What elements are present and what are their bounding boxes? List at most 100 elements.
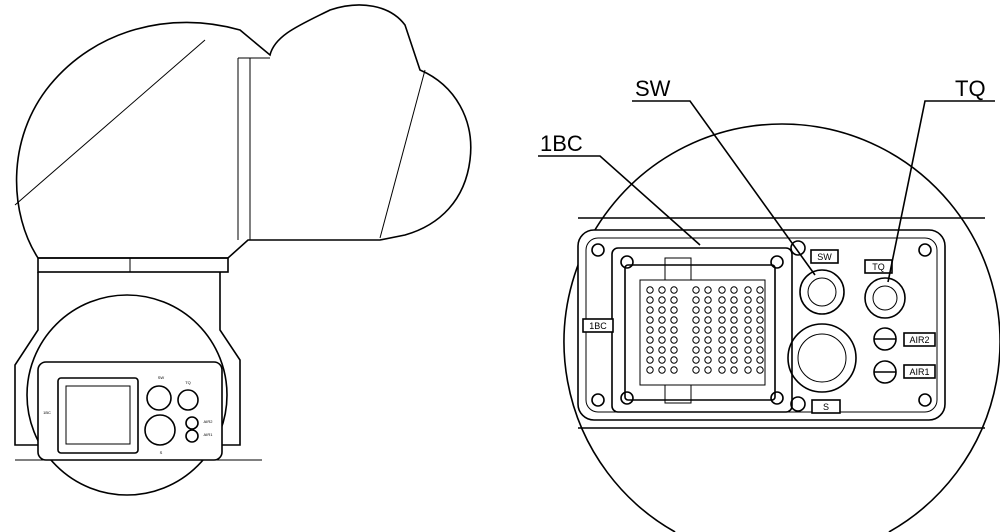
1bc-pin	[718, 316, 726, 324]
panel-screw	[591, 393, 605, 407]
1bc-pin	[756, 306, 764, 314]
1bc-screw	[770, 391, 784, 405]
1bc-pin	[704, 366, 712, 374]
mini-label-s: S	[160, 450, 163, 455]
panel-label-1bc: 1BC	[589, 321, 607, 331]
label-box-sw	[810, 249, 839, 264]
1bc-pin	[646, 306, 654, 314]
callout-leader-1bc	[538, 155, 701, 246]
1bc-pin	[670, 336, 678, 344]
1bc-pin	[718, 346, 726, 354]
1bc-pin	[756, 336, 764, 344]
1bc-pin	[718, 306, 726, 314]
1bc-pin	[744, 326, 752, 334]
1bc-pin	[730, 366, 738, 374]
1bc-pin	[646, 366, 654, 374]
1bc-pin	[670, 366, 678, 374]
1bc-pin	[658, 366, 666, 374]
tq-connector	[864, 277, 906, 319]
1bc-pin	[704, 316, 712, 324]
1bc-screw	[620, 391, 634, 405]
mini-s-connector	[144, 414, 176, 446]
1bc-latch	[664, 384, 692, 404]
1bc-pin	[704, 356, 712, 364]
1bc-pin	[658, 286, 666, 294]
1bc-pin	[658, 326, 666, 334]
1bc-pin	[718, 286, 726, 294]
mini-label-sw: SW	[158, 375, 165, 380]
mini-label-air2: AIR2	[204, 419, 214, 424]
1bc-pin	[730, 336, 738, 344]
1bc-pin	[646, 326, 654, 334]
1bc-pin	[646, 356, 654, 364]
panel-screw	[790, 240, 806, 256]
1bc-pin	[718, 326, 726, 334]
1bc-pin	[692, 326, 700, 334]
panel-screw	[790, 396, 806, 412]
1bc-pin	[730, 296, 738, 304]
1bc-pin	[692, 306, 700, 314]
1bc-pin	[730, 286, 738, 294]
1bc-pin	[670, 286, 678, 294]
1bc-pin	[692, 316, 700, 324]
1bc-pin	[692, 296, 700, 304]
1bc-pin	[756, 296, 764, 304]
sw-connector	[799, 269, 845, 315]
detail-circle-large	[563, 123, 1000, 532]
1bc-screw	[770, 255, 784, 269]
mini-1bc-connector	[57, 377, 139, 454]
detail-circle-small	[26, 294, 228, 496]
mini-label-air1: AIR1	[204, 432, 214, 437]
1bc-pin	[744, 366, 752, 374]
1bc-pin	[730, 346, 738, 354]
base-collar	[37, 257, 229, 273]
1bc-pin-array	[646, 286, 764, 374]
robot-overview: SW TQ 1BC AIR2 AIR1 S	[14, 4, 472, 496]
1bc-pin	[718, 336, 726, 344]
label-box-s	[811, 399, 841, 414]
1bc-connector-insert	[639, 279, 766, 386]
robot-arm-outline	[15, 4, 472, 259]
1bc-pin	[756, 346, 764, 354]
sw-connector-face	[807, 277, 837, 307]
1bc-pin	[730, 326, 738, 334]
1bc-pin	[670, 346, 678, 354]
1bc-pin	[704, 286, 712, 294]
1bc-pin	[670, 316, 678, 324]
1bc-pin	[670, 296, 678, 304]
panel-label-air2: AIR2	[909, 335, 929, 345]
1bc-pin	[744, 336, 752, 344]
label-box-air2	[903, 332, 936, 347]
1bc-pin	[718, 356, 726, 364]
mini-sw-connector	[146, 385, 172, 411]
1bc-pin	[658, 336, 666, 344]
1bc-pin	[744, 356, 752, 364]
label-box-1bc	[582, 318, 614, 333]
panel-label-tq: TQ	[872, 262, 885, 272]
1bc-pin	[704, 326, 712, 334]
1bc-pin	[704, 306, 712, 314]
1bc-pin	[670, 326, 678, 334]
1bc-pin	[718, 296, 726, 304]
1bc-pin	[744, 296, 752, 304]
1bc-pin	[756, 316, 764, 324]
1bc-pin	[756, 286, 764, 294]
1bc-pin	[670, 356, 678, 364]
s-connector-face	[797, 333, 847, 383]
1bc-pin	[704, 346, 712, 354]
1bc-pin	[730, 306, 738, 314]
1bc-pin	[658, 346, 666, 354]
panel-screw	[591, 243, 605, 257]
1bc-pin	[658, 316, 666, 324]
1bc-pin	[718, 366, 726, 374]
mini-label-1bc: 1BC	[43, 410, 51, 415]
connector-panel	[577, 229, 946, 421]
callout-sw: SW	[635, 76, 671, 101]
label-box-air1	[903, 364, 936, 379]
mini-1bc-insert	[65, 385, 131, 445]
1bc-pin	[756, 326, 764, 334]
1bc-pin	[646, 296, 654, 304]
1bc-pin	[756, 356, 764, 364]
1bc-pin	[692, 286, 700, 294]
